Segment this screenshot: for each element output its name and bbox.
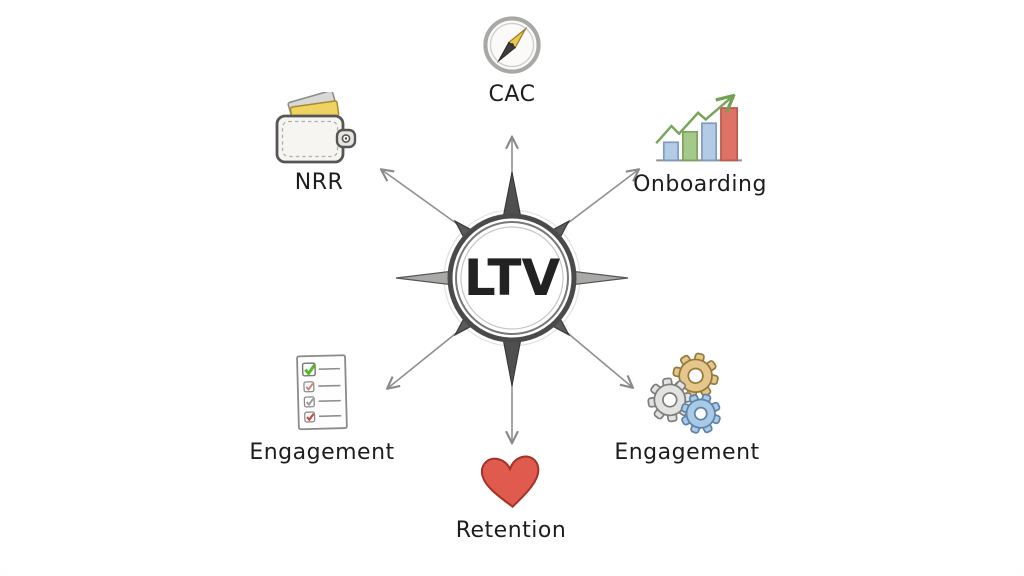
- compass-ring-sketch: [460, 226, 564, 330]
- node-engagement-right: Engagement: [602, 350, 772, 465]
- compass-ring-inner: [455, 221, 569, 335]
- node-cac: CAC: [427, 12, 597, 107]
- node-engagement-left: Engagement: [237, 352, 407, 465]
- node-label: CAC: [488, 82, 536, 107]
- compass-icon: [483, 16, 541, 74]
- heart-icon: [480, 455, 540, 508]
- compass-ring-outer: [447, 213, 577, 343]
- node-label: Engagement: [249, 440, 395, 465]
- node-nrr: NRR: [234, 92, 404, 195]
- checklist-icon: [296, 354, 348, 431]
- arrow-to-engagement-right: [563, 329, 632, 387]
- ltv-compass: LTV: [395, 171, 629, 387]
- arrow-to-engagement-left: [388, 329, 461, 388]
- arrow-to-nrr: [382, 170, 461, 227]
- node-label: NRR: [294, 170, 344, 195]
- node-onboarding: Onboarding: [615, 88, 785, 197]
- node-label: Onboarding: [633, 172, 767, 197]
- node-label: Retention: [455, 518, 567, 543]
- ltv-label: LTV: [464, 249, 561, 307]
- gears-icon: [647, 352, 721, 434]
- node-label: Engagement: [614, 440, 760, 465]
- wallet-icon: [275, 92, 357, 164]
- growth-chart-icon: [655, 88, 742, 162]
- arrow-to-onboarding: [563, 170, 638, 227]
- node-retention: Retention: [426, 452, 596, 543]
